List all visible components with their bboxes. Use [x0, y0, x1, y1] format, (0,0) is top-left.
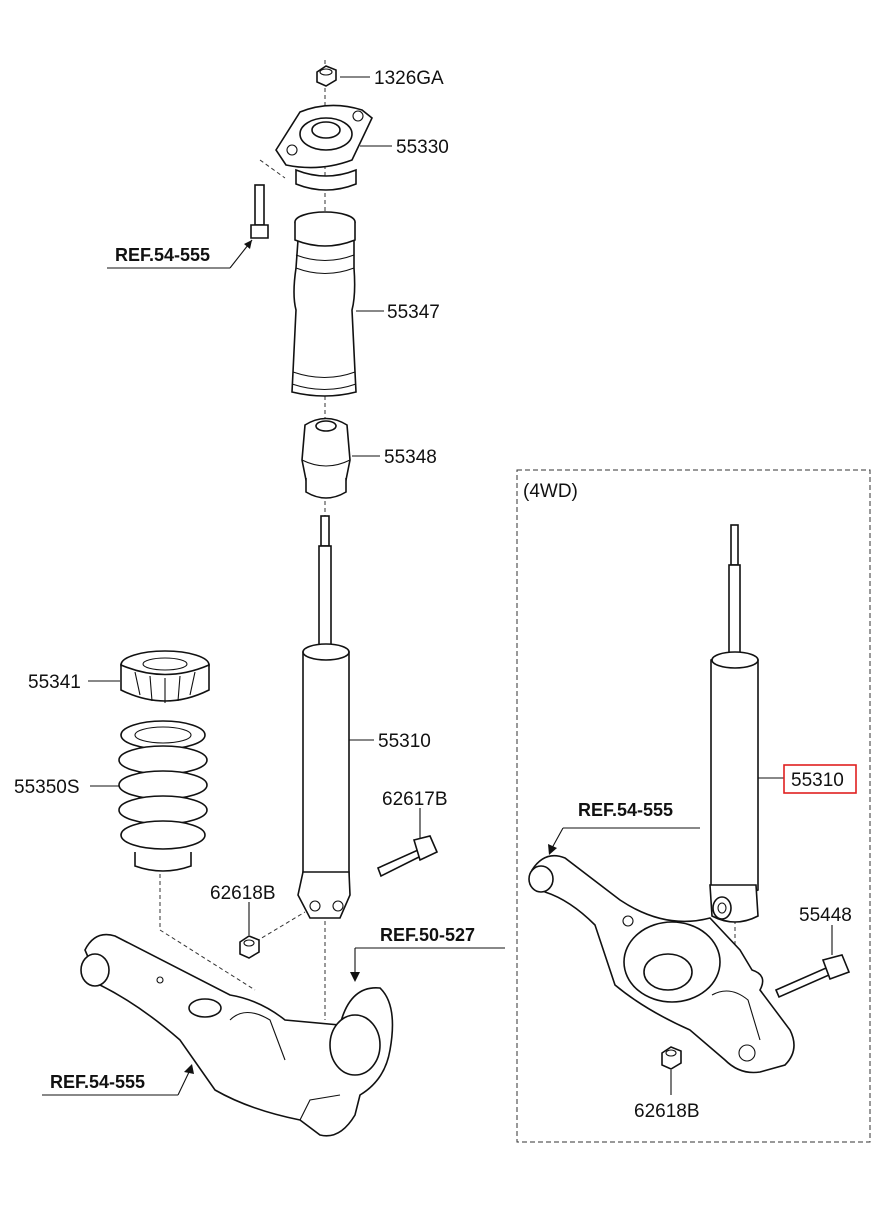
- label-55350S: 55350S: [14, 777, 80, 798]
- label-55448: 55448: [799, 905, 852, 926]
- lower-bolt: [376, 835, 439, 878]
- shock-absorber: [297, 515, 351, 919]
- label-55348: 55348: [384, 447, 437, 468]
- label-55330: 55330: [396, 137, 449, 158]
- dust-cover: [291, 211, 357, 397]
- label-55310-left: 55310: [378, 731, 431, 752]
- ref-upper-left: REF.54-555: [115, 245, 210, 265]
- variant-box-4wd: (4WD): [516, 469, 871, 1143]
- highlight-box: [783, 764, 857, 794]
- label-55310-4wd: 55310: [791, 770, 844, 791]
- top-nut: [316, 65, 337, 87]
- coil-spring: [118, 720, 208, 872]
- ref-knuckle: REF.50-527: [380, 925, 475, 945]
- upper-mount-bolt: [250, 184, 269, 239]
- label-55341: 55341: [28, 672, 81, 693]
- label-1326GA: 1326GA: [374, 68, 444, 89]
- lower-bolt-4wd: [774, 954, 851, 999]
- lower-nut-4wd: [661, 1046, 682, 1070]
- bump-stopper: [301, 417, 351, 499]
- label-62618B-left: 62618B: [210, 883, 276, 904]
- alignment-lines: [159, 60, 736, 1020]
- variant-title: (4WD): [523, 481, 578, 502]
- label-55347: 55347: [387, 302, 440, 323]
- ref-lower-left: REF.54-555: [50, 1072, 145, 1092]
- label-62618B-4wd: 62618B: [634, 1101, 700, 1122]
- strut-mount: [275, 104, 373, 191]
- lower-arm-4wd: [528, 854, 795, 1074]
- lower-nut: [239, 935, 260, 959]
- label-62617B: 62617B: [382, 789, 448, 810]
- spring-pad: [120, 650, 210, 703]
- ref-arm-4wd: REF.54-555: [578, 800, 673, 820]
- shock-absorber-4wd: [709, 524, 759, 923]
- rear-knuckle-assembly: [80, 933, 394, 1137]
